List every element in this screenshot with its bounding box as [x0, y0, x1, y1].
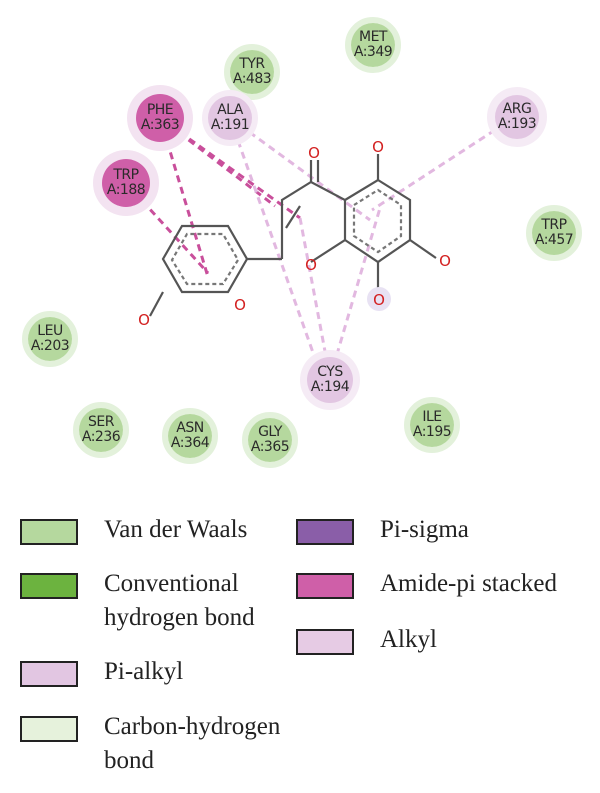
- hydroxyl-oxygen-4p: O: [138, 311, 150, 329]
- ligand-ring-c: [280, 180, 347, 263]
- interaction-lines: [124, 115, 516, 379]
- interaction-diagram: MET A:349 TYR A:483 PHE A:363 ALA A:191 …: [22, 17, 582, 468]
- residue-id: A:365: [251, 439, 289, 455]
- residue-name: MET: [359, 29, 388, 45]
- residue-ile195: ILE A:195: [404, 397, 460, 453]
- residue-tyr483: TYR A:483: [224, 44, 280, 100]
- residue-gly365: GLY A:365: [242, 412, 298, 468]
- legend-item-alkyl: Alkyl: [296, 623, 596, 657]
- residue-name: LEU: [37, 323, 63, 339]
- legend: Van der Waals Conventional hydrogen bond…: [0, 505, 600, 793]
- residue-ala191: ALA A:191: [202, 90, 258, 146]
- van-der-waals-swatch: [20, 519, 78, 545]
- legend-item-pi-sigma: Pi-sigma: [296, 513, 596, 547]
- residue-name: TYR: [238, 56, 265, 72]
- residue-id: A:349: [354, 44, 392, 60]
- residue-name: ASN: [176, 420, 203, 436]
- amide-pi-swatch: [296, 573, 354, 599]
- residue-trp188: TRP A:188: [93, 150, 159, 216]
- conventional-hb-swatch: [20, 573, 78, 599]
- hydroxyl-oxygen-7: O: [439, 252, 451, 270]
- ligand-ring-b: [161, 224, 249, 294]
- pi-alkyl-line-ala191-cys: [228, 117, 324, 379]
- residue-id: A:194: [311, 379, 350, 395]
- residue-name: PHE: [147, 102, 173, 118]
- residue-id: A:203: [31, 338, 69, 354]
- legend-label: Carbon-hydrogen bond: [104, 713, 281, 774]
- residue-name: ALA: [217, 102, 244, 118]
- oxygen-atoms: O O O O O O O: [138, 138, 451, 329]
- legend-label: Van der Waals: [104, 516, 248, 543]
- legend-label: Pi-alkyl: [104, 658, 184, 685]
- alkyl-swatch: [296, 629, 354, 655]
- pi-sigma-swatch: [296, 519, 354, 545]
- carbon-hb-swatch: [20, 716, 78, 742]
- pi-alkyl-line-cys194-ringA: [328, 207, 382, 379]
- residue-id: A:457: [535, 232, 573, 248]
- legend-item-van-der-waals: Van der Waals: [20, 513, 290, 547]
- residue-ser236: SER A:236: [73, 402, 129, 458]
- legend-item-carbon-hb: Carbon-hydrogen bond: [20, 710, 310, 778]
- residue-id: A:188: [107, 182, 145, 198]
- pi-alkyl-line-arg193-ringA: [371, 115, 516, 212]
- pi-alkyl-swatch: [20, 661, 78, 687]
- residue-leu203: LEU A:203: [22, 311, 78, 367]
- residue-id: A:193: [498, 116, 536, 132]
- residue-name: TRP: [540, 217, 566, 233]
- residue-cys194: CYS A:194: [300, 350, 360, 410]
- carbonyl-oxygen: O: [308, 144, 320, 162]
- legend-label: Alkyl: [380, 626, 437, 653]
- legend-item-pi-alkyl: Pi-alkyl: [20, 655, 290, 689]
- residue-id: A:364: [171, 435, 210, 451]
- residue-id: A:191: [211, 117, 249, 133]
- residue-discs: MET A:349 TYR A:483 PHE A:363 ALA A:191 …: [22, 17, 582, 468]
- residue-id: A:483: [233, 71, 271, 87]
- residue-arg193: ARG A:193: [487, 87, 547, 147]
- residue-name: CYS: [317, 364, 343, 380]
- hydroxyl-oxygen-8: O: [373, 291, 385, 309]
- residue-id: A:195: [413, 424, 451, 440]
- ligand-ring-b-aromatic: [170, 232, 240, 286]
- legend-item-amide-pi: Amide-pi stacked: [296, 567, 596, 601]
- residue-asn364: ASN A:364: [162, 408, 218, 464]
- ligand-ring-a: [344, 178, 412, 264]
- amide-pi-line-trp188-ringB: [124, 181, 210, 275]
- residue-met349: MET A:349: [345, 17, 401, 73]
- residue-name: ILE: [422, 409, 441, 425]
- ligand-structure: [149, 154, 437, 317]
- residue-id: A:363: [141, 117, 179, 133]
- legend-label: Conventional hydrogen bond: [104, 570, 255, 631]
- legend-label: Amide-pi stacked: [380, 570, 558, 597]
- ligand-ring-a-aromatic: [352, 188, 403, 254]
- hydroxyl-halo: [367, 287, 391, 311]
- pi-alkyl-line-ala191-ringA: [229, 116, 371, 222]
- legend-label: Pi-sigma: [380, 516, 469, 543]
- hydroxyl-oxygen-5: O: [372, 138, 384, 156]
- residue-id: A:236: [82, 429, 121, 445]
- residue-phe363: PHE A:363: [127, 85, 193, 151]
- residue-name: TRP: [112, 167, 138, 183]
- residue-name: SER: [88, 414, 115, 430]
- residue-name: GLY: [258, 424, 283, 440]
- residue-name: ARG: [503, 101, 532, 117]
- ring-b-oxygen: O: [234, 296, 246, 314]
- legend-item-conventional-hb: Conventional hydrogen bond: [20, 567, 290, 635]
- ring-oxygen: O: [305, 256, 317, 274]
- residue-trp457: TRP A:457: [526, 205, 582, 261]
